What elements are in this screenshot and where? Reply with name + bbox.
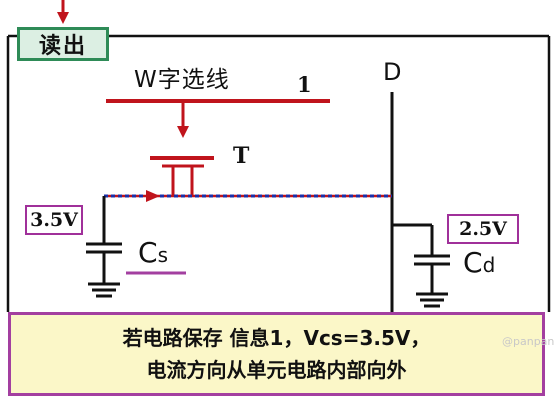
note-line-2: 电流方向从单元电路内部向外 bbox=[146, 358, 407, 382]
cd-label-main: C bbox=[463, 246, 483, 279]
word-line-label: W字选线 bbox=[134, 67, 230, 93]
cs-label-main: C bbox=[138, 236, 158, 269]
readout-label: 读出 bbox=[17, 27, 109, 61]
readout-arrow bbox=[57, 0, 69, 24]
cs-label: Cs bbox=[138, 236, 168, 269]
cd-label: Cd bbox=[463, 246, 495, 279]
cs-label-sub: s bbox=[157, 243, 168, 267]
note-line-1: 若电路保存 信息1，Vcs=3.5V， bbox=[122, 326, 431, 350]
explanation-note: 若电路保存 信息1，Vcs=3.5V， 电流方向从单元电路内部向外 bbox=[8, 312, 545, 396]
transistor-label: T bbox=[233, 143, 250, 169]
current-arrow bbox=[146, 190, 160, 202]
cd-label-sub: d bbox=[482, 253, 496, 277]
gate-arrow bbox=[177, 126, 189, 138]
bit-line-label: D bbox=[383, 58, 402, 86]
vcd-badge: 2.5V bbox=[447, 214, 519, 244]
watermark: @panpan bbox=[502, 335, 555, 348]
word-line-value: 1 bbox=[297, 72, 312, 97]
vcs-badge: 3.5V bbox=[25, 205, 83, 235]
